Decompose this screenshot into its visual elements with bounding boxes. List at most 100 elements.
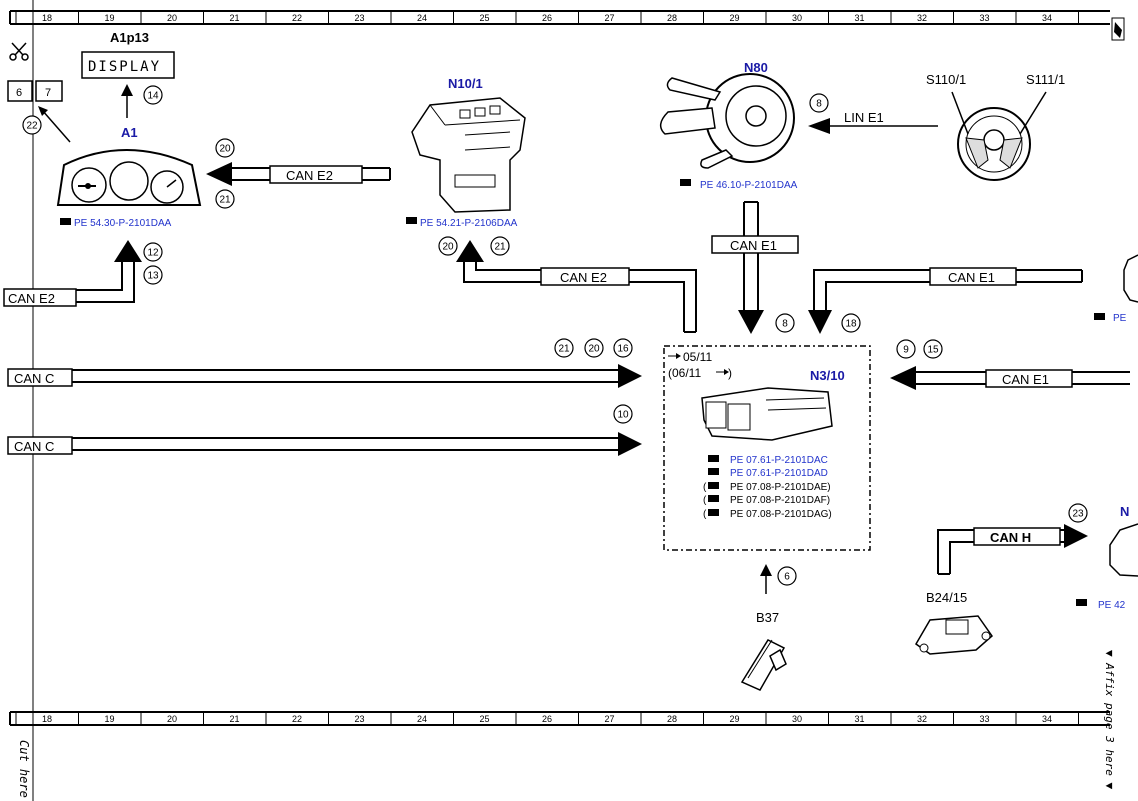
box-a-label: 6 xyxy=(16,87,22,99)
bottom-ruler-number: 30 xyxy=(792,714,802,724)
svg-text:PE: PE xyxy=(1113,313,1127,324)
ref-circle-number: 10 xyxy=(617,410,629,421)
svg-text:(: ( xyxy=(703,509,707,520)
svg-text:(: ( xyxy=(703,482,707,493)
svg-text:PE 07.08-P-2101DAG): PE 07.08-P-2101DAG) xyxy=(730,509,832,520)
bus-can-e2-left: CAN E2 xyxy=(3,240,142,307)
top-ruler-number: 26 xyxy=(542,13,552,23)
ref-circle-number: 21 xyxy=(558,344,570,355)
can-c1-label: CAN C xyxy=(14,371,54,386)
ref-circle xyxy=(923,339,943,359)
s110-label: S110/1 xyxy=(926,72,966,87)
bottom-ruler-number: 28 xyxy=(667,714,677,724)
bottom-ruler-number: 21 xyxy=(229,714,239,724)
bus-lin-e1: LIN E1 xyxy=(808,110,938,134)
top-ruler-number: 28 xyxy=(667,13,677,23)
ref-h: PE 42 xyxy=(1076,599,1126,611)
ref-circle-number: 12 xyxy=(147,248,159,259)
svg-text:PE 54.30-P-2101DAA: PE 54.30-P-2101DAA xyxy=(74,218,172,229)
top-ruler-number: 33 xyxy=(979,13,989,23)
b37-label: B37 xyxy=(756,610,779,625)
corner-icon xyxy=(1114,22,1122,38)
bottom-ruler-number: 32 xyxy=(917,714,927,724)
bottom-ruler-number: 31 xyxy=(854,714,864,724)
n-partial-label: N xyxy=(1120,504,1129,519)
date-notes: 05/11 (06/11 ) xyxy=(668,350,732,380)
bus-can-e2-mid: CAN E2 xyxy=(456,240,697,333)
can-e2-mid-label: CAN E2 xyxy=(560,270,607,285)
ref-circle-number: 21 xyxy=(494,242,506,253)
fuse-box-icon xyxy=(411,97,526,213)
svg-text:PE 42: PE 42 xyxy=(1098,600,1126,611)
ref-circle-number: 14 xyxy=(147,91,159,102)
can-h-label: CAN H xyxy=(990,530,1031,545)
ref-circle xyxy=(143,85,163,105)
top-ruler-number: 31 xyxy=(854,13,864,23)
affix-text: ▼ Affix page 3 here ▼ xyxy=(1103,650,1116,789)
ref-circle xyxy=(775,313,795,333)
top-ruler-number: 19 xyxy=(104,13,114,23)
ref-circle xyxy=(215,138,235,158)
ref-circle xyxy=(777,566,797,586)
ref-circle xyxy=(215,189,235,209)
n3-10-boundary xyxy=(663,345,871,551)
cut-here-text: Cut here xyxy=(17,740,31,798)
bus-can-c-2: CAN C xyxy=(7,432,642,456)
bottom-ruler-number: 24 xyxy=(417,714,427,724)
svg-text:): ) xyxy=(728,366,732,380)
bus-can-e1-top-right: CAN E1 xyxy=(808,267,1083,334)
can-e1-right-label: CAN E1 xyxy=(1002,372,1049,387)
svg-text:PE 07.61-P-2101DAD: PE 07.61-P-2101DAD xyxy=(730,468,828,479)
ref-circle-number: 20 xyxy=(442,242,454,253)
connector-box: 6 7 xyxy=(7,80,63,102)
n10-1-label: N10/1 xyxy=(448,76,483,91)
display-text: DISPLAY xyxy=(88,59,161,75)
bus-can-e2-top: CAN E2 xyxy=(206,162,391,186)
display-box xyxy=(81,51,175,79)
sensor-icon xyxy=(915,615,994,655)
can-e1-v-label: CAN E1 xyxy=(730,238,777,253)
top-ruler-number: 22 xyxy=(292,13,302,23)
ref-circle-number: 18 xyxy=(845,319,857,330)
can-e2-left-label: CAN E2 xyxy=(8,291,55,306)
top-ruler-number: 34 xyxy=(1042,13,1052,23)
bottom-ruler-number: 34 xyxy=(1042,714,1052,724)
top-ruler-number: 30 xyxy=(792,13,802,23)
n80-label: N80 xyxy=(744,60,768,75)
svg-text:PE 07.08-P-2101DAF): PE 07.08-P-2101DAF) xyxy=(730,495,830,506)
top-ruler-number: 25 xyxy=(479,13,489,23)
ref-circle-number: 22 xyxy=(26,121,38,132)
a1-label: A1 xyxy=(121,125,138,140)
ref-n80: PE 46.10-P-2101DAA xyxy=(680,179,798,191)
instrument-cluster-icon xyxy=(56,149,202,206)
ref-circle xyxy=(613,404,633,424)
partial-component-right xyxy=(1123,254,1138,303)
ref-circle-number: 9 xyxy=(903,345,909,356)
top-ruler-number: 24 xyxy=(417,13,427,23)
svg-text:(: ( xyxy=(703,495,707,506)
ref-circle xyxy=(490,236,510,256)
ref-circle xyxy=(896,339,916,359)
ref-circle xyxy=(143,242,163,262)
bus-can-h: CAN H xyxy=(937,524,1088,575)
can-c2-label: CAN C xyxy=(14,439,54,454)
lin-e1-label: LIN E1 xyxy=(844,110,884,125)
svg-text:(06/11: (06/11 xyxy=(668,366,701,380)
bottom-ruler-number: 18 xyxy=(42,714,52,724)
svg-text:PE 07.61-P-2101DAC: PE 07.61-P-2101DAC xyxy=(730,455,828,466)
ref-n10: PE 54.21-P-2106DAA xyxy=(406,217,518,229)
ref-circle xyxy=(22,115,42,135)
bottom-ruler-number: 22 xyxy=(292,714,302,724)
bus-can-e1-vertical: CAN E1 xyxy=(711,201,799,334)
ref-n3-list: PE 07.61-P-2101DAC PE 07.61-P-2101DAD ( … xyxy=(703,455,832,520)
ecu-icon xyxy=(701,387,833,441)
a1p13-label: A1p13 xyxy=(110,30,149,45)
bus-can-c-1: CAN C xyxy=(7,364,642,388)
svg-text:PE 07.08-P-2101DAE): PE 07.08-P-2101DAE) xyxy=(730,482,831,493)
ref-circle xyxy=(613,338,633,358)
ref-circle-number: 20 xyxy=(219,144,231,155)
